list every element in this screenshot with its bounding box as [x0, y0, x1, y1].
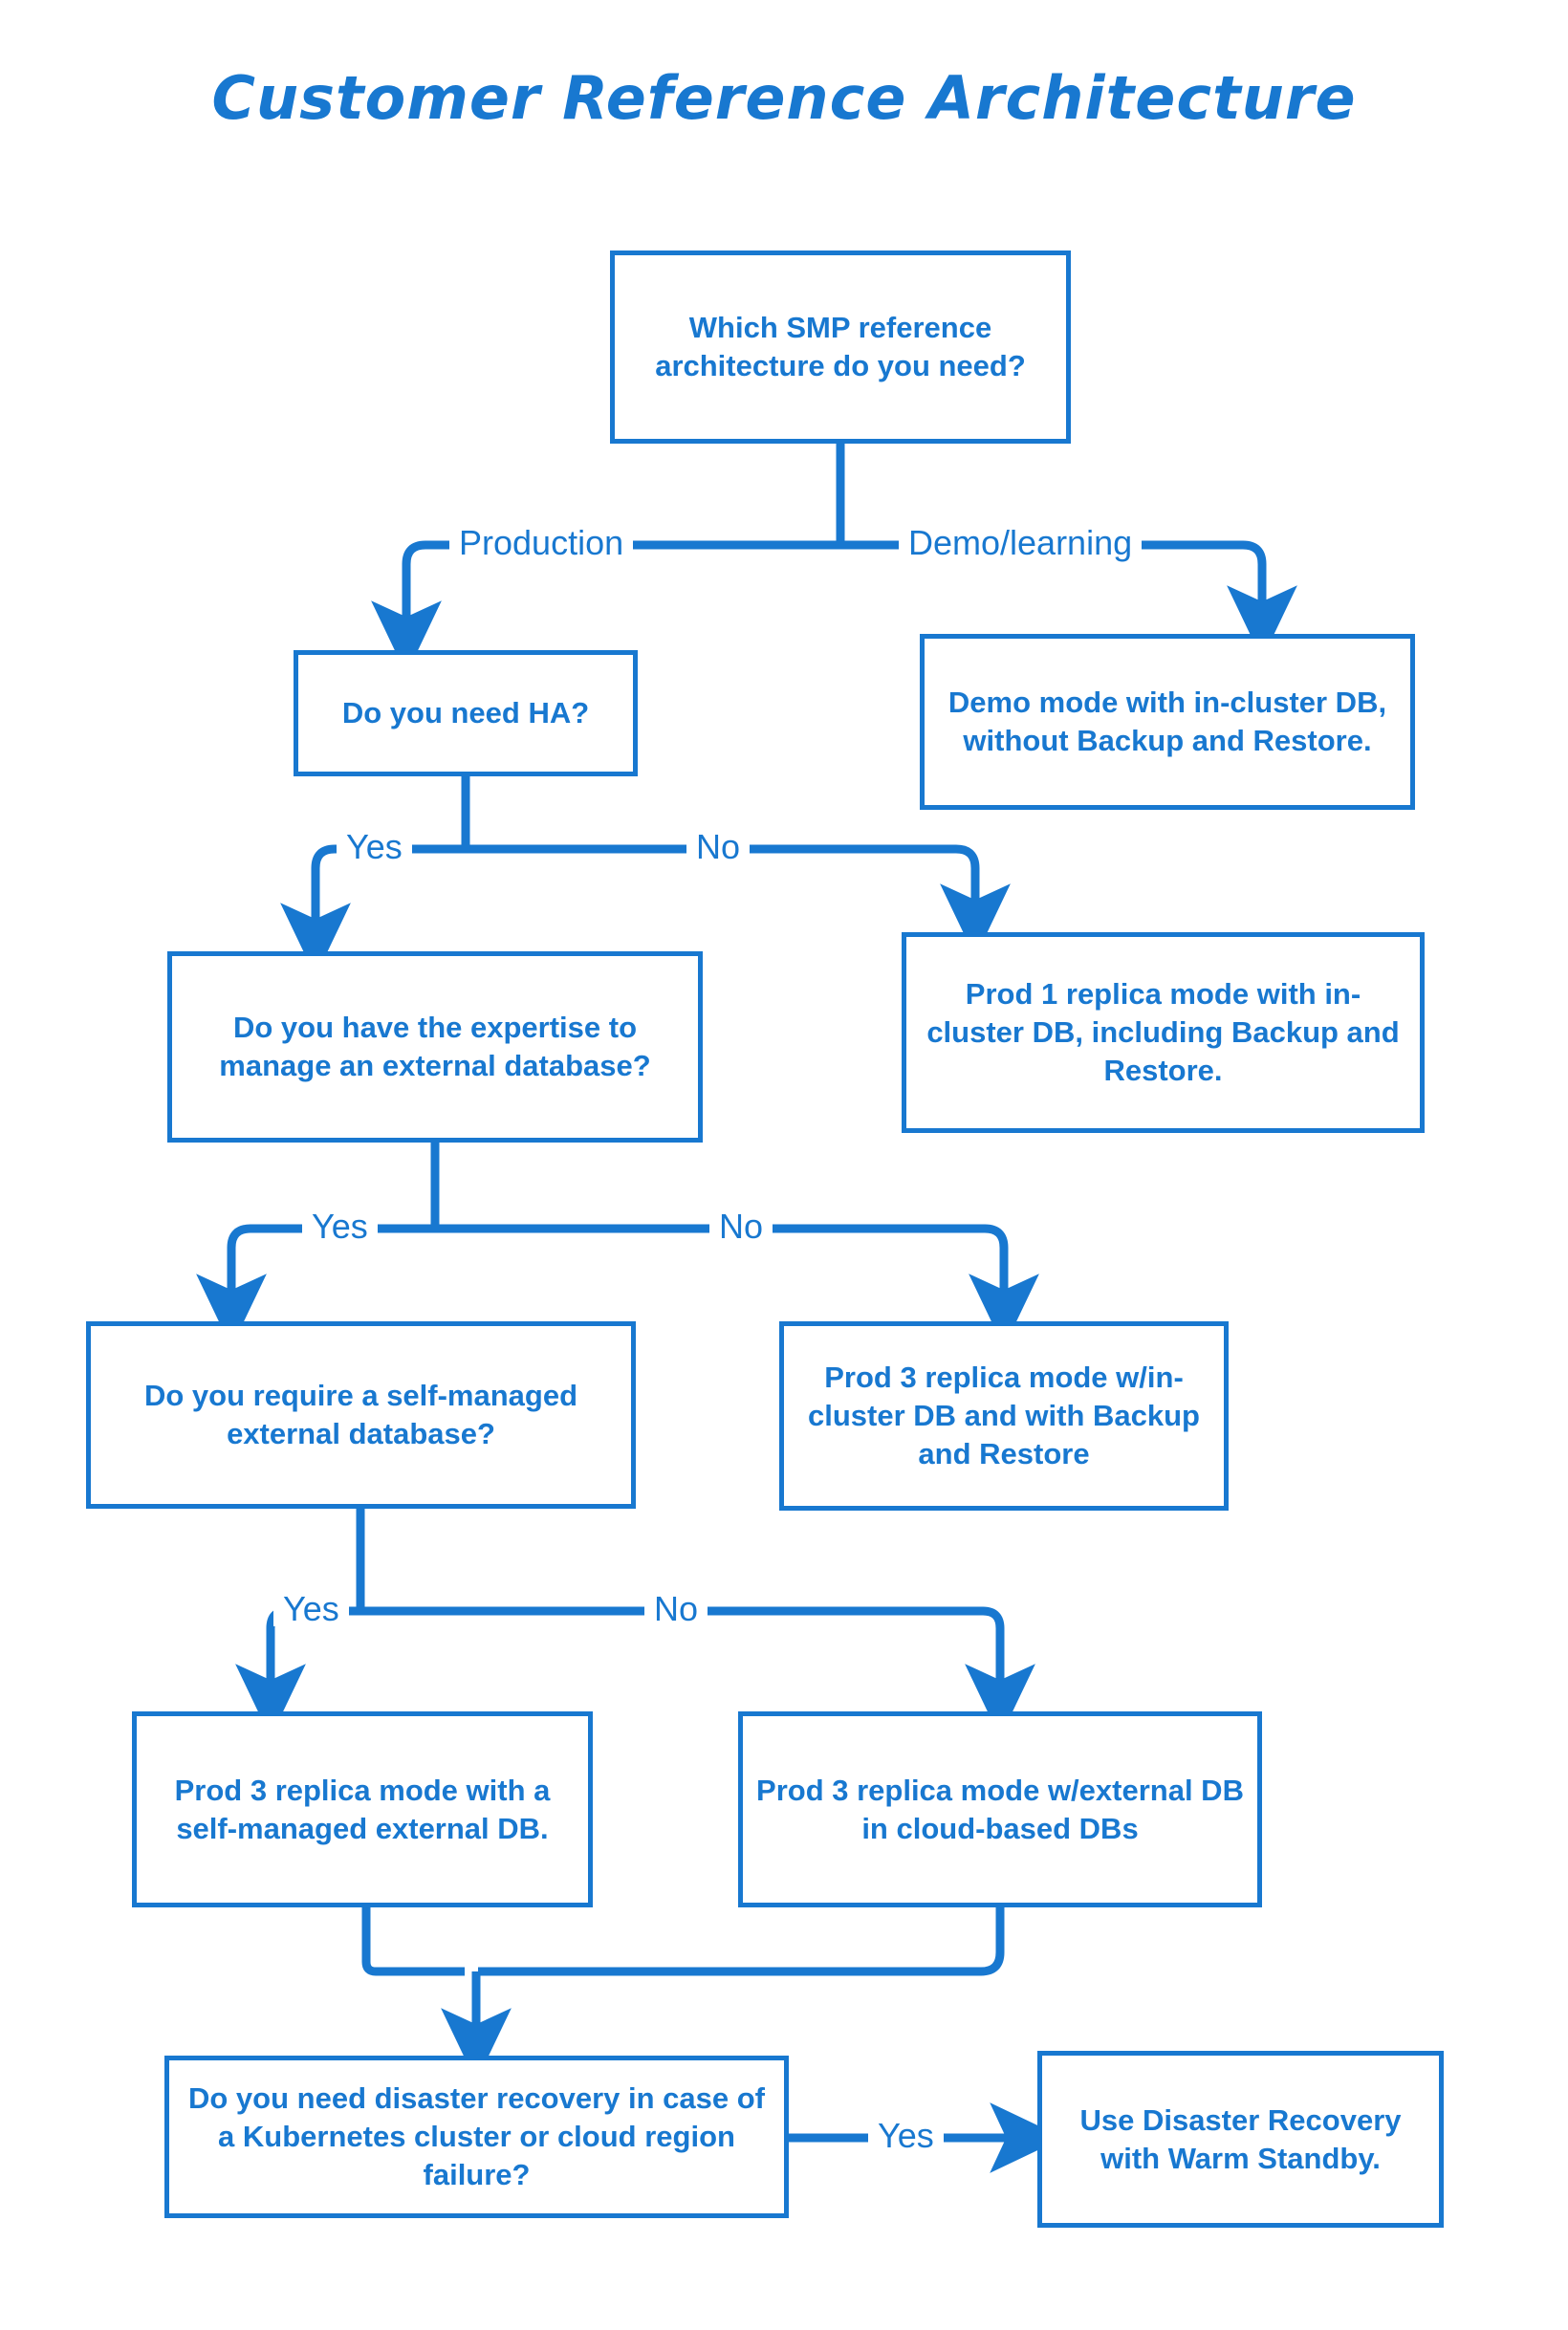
node-do-you-need-ha[interactable]: Do you need HA?	[294, 650, 638, 776]
node-do-you-need-disaster-recovery[interactable]: Do you need disaster recovery in case of…	[164, 2056, 789, 2218]
edge-label-ha-yes: Yes	[337, 830, 412, 864]
edge-label-dr-yes: Yes	[868, 2119, 944, 2153]
node-label: Do you have the expertise to manage an e…	[219, 1011, 651, 1082]
node-label: Prod 3 replica mode w/external DB in clo…	[756, 1773, 1244, 1845]
node-demo-mode-in-cluster-db[interactable]: Demo mode with in-cluster DB, without Ba…	[920, 634, 1415, 810]
node-label: Prod 3 replica mode w/in-cluster DB and …	[808, 1361, 1200, 1470]
node-label: Prod 1 replica mode with in-cluster DB, …	[926, 977, 1400, 1087]
edge-label-selfmgd-yes: Yes	[273, 1592, 349, 1626]
node-prod3-replica-self-managed[interactable]: Prod 3 replica mode with a self-managed …	[132, 1711, 593, 1907]
node-label: Demo mode with in-cluster DB, without Ba…	[947, 686, 1387, 757]
page-title: Customer Reference Architecture	[211, 63, 1357, 133]
edge-label-production: Production	[449, 526, 634, 560]
node-label: Do you require a self-managed external d…	[143, 1379, 578, 1450]
edge-label-demo-learning: Demo/learning	[899, 526, 1143, 560]
edge-label-expertise-yes: Yes	[302, 1209, 378, 1244]
node-prod3-replica-cloud-based[interactable]: Prod 3 replica mode w/external DB in clo…	[738, 1711, 1262, 1907]
node-label: Prod 3 replica mode with a self-managed …	[174, 1773, 551, 1845]
node-which-smp-reference-architecture[interactable]: Which SMP reference architecture do you …	[610, 250, 1071, 444]
node-do-you-have-expertise[interactable]: Do you have the expertise to manage an e…	[167, 951, 703, 1143]
edge-prod3cloud-merge	[478, 1907, 1005, 1976]
node-prod1-replica-mode[interactable]: Prod 1 replica mode with in-cluster DB, …	[902, 932, 1425, 1133]
node-do-you-require-self-managed-db[interactable]: Do you require a self-managed external d…	[86, 1321, 636, 1509]
node-label: Use Disaster Recovery with Warm Standby.	[1079, 2102, 1402, 2175]
node-label: Which SMP reference architecture do you …	[655, 311, 1026, 382]
node-prod3-replica-in-cluster[interactable]: Prod 3 replica mode w/in-cluster DB and …	[779, 1321, 1229, 1511]
edge-label-ha-no: No	[686, 830, 751, 864]
node-label: Do you need HA?	[341, 696, 590, 730]
edge-prod3self-merge	[361, 1907, 465, 1976]
node-label: Do you need disaster recovery in case of…	[187, 2081, 766, 2191]
node-use-disaster-recovery-warm-standby[interactable]: Use Disaster Recovery with Warm Standby.	[1037, 2051, 1444, 2228]
edge-label-selfmgd-no: No	[644, 1592, 708, 1626]
edge-label-expertise-no: No	[709, 1209, 773, 1244]
